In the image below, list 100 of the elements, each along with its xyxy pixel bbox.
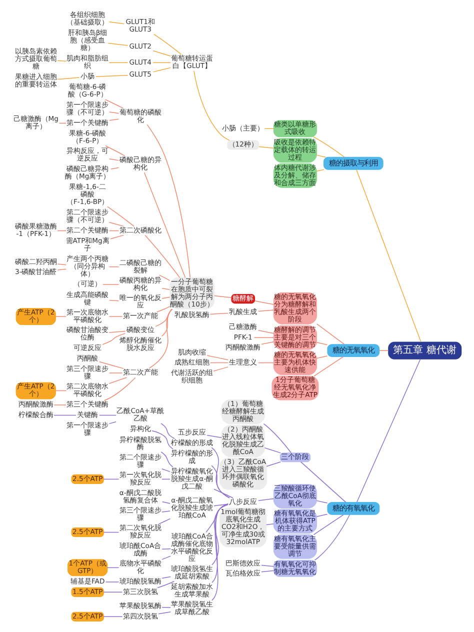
connector: [213, 366, 228, 372]
connector: [103, 478, 120, 480]
connector: [108, 62, 128, 63]
connector: [258, 330, 274, 334]
connector: [316, 169, 324, 172]
connector: [152, 50, 171, 57]
connector: [103, 616, 123, 618]
connector: [211, 465, 230, 498]
connector: [316, 514, 328, 518]
connector: [57, 264, 66, 266]
connector: [153, 34, 182, 55]
connector: [156, 306, 170, 312]
connector: [54, 404, 66, 406]
connector: [206, 355, 228, 360]
connector: [162, 501, 170, 504]
connector: [313, 136, 345, 158]
connector: [261, 341, 274, 345]
connector: [108, 330, 126, 333]
connector: [316, 154, 326, 158]
connector: [54, 414, 76, 416]
connector: [266, 524, 274, 526]
connector: [104, 377, 136, 401]
connector: [316, 500, 328, 504]
connector: [108, 42, 128, 46]
connector: [160, 423, 175, 439]
connector: [103, 592, 123, 593]
connector: [108, 230, 120, 232]
connector: [148, 308, 172, 369]
connector: [258, 146, 274, 149]
connector: [212, 504, 228, 566]
connector: [261, 564, 274, 567]
connector: [316, 342, 328, 346]
connector: [210, 362, 228, 364]
connector: [162, 468, 170, 472]
connector: [162, 548, 171, 550]
connector: [110, 234, 124, 240]
connector: [108, 112, 120, 114]
connector: [162, 576, 171, 579]
connector: [102, 284, 120, 285]
connector: [56, 77, 80, 80]
connector: [162, 510, 170, 512]
connector: [55, 390, 66, 392]
connector: [254, 337, 274, 338]
connector: [356, 169, 422, 342]
connector: [266, 462, 282, 467]
connector: [300, 462, 346, 503]
connector: [98, 361, 124, 369]
connector: [264, 447, 282, 454]
connector: [378, 350, 389, 351]
connector: [194, 70, 230, 141]
connector: [254, 300, 274, 305]
connector: [258, 498, 274, 501]
connector: [157, 581, 175, 588]
connector: [214, 295, 232, 298]
connector: [99, 414, 116, 416]
connector: [108, 266, 120, 268]
connector: [206, 434, 222, 438]
connector: [158, 274, 170, 281]
connector: [105, 145, 126, 156]
connector: [108, 300, 120, 302]
connector: [314, 356, 344, 376]
connector: [214, 488, 234, 498]
connector: [210, 312, 228, 315]
connector: [162, 556, 171, 560]
connector: [108, 372, 123, 374]
connector: [152, 430, 174, 450]
connector: [108, 421, 116, 424]
connector: [108, 377, 128, 384]
connector: [258, 310, 274, 312]
connector: [161, 308, 172, 337]
connector: [102, 333, 126, 345]
connector: [155, 308, 173, 327]
connector: [162, 606, 171, 608]
connector: [261, 570, 274, 572]
connector: [316, 356, 328, 359]
connector: [212, 503, 228, 583]
connector: [206, 504, 228, 533]
connector: [316, 324, 345, 345]
connector: [162, 288, 170, 290]
connector: [57, 60, 66, 62]
connector: [108, 222, 124, 227]
connector: [313, 514, 344, 536]
connector: [258, 362, 274, 364]
connector: [263, 423, 292, 454]
connector: [211, 447, 230, 498]
connector: [104, 99, 124, 109]
connector: [108, 21, 125, 24]
connector: [95, 74, 128, 77]
connector: [108, 316, 123, 317]
connector: [108, 158, 120, 161]
node-box: 第五章 糖代谢: [388, 342, 462, 360]
connector: [158, 612, 171, 614]
connector: [356, 358, 421, 502]
connector: [107, 206, 134, 227]
connector: [110, 167, 120, 170]
connector: [152, 62, 171, 63]
connector: [144, 234, 180, 278]
connector: [57, 268, 66, 270]
connector: [106, 567, 120, 568]
connector: [152, 67, 171, 72]
